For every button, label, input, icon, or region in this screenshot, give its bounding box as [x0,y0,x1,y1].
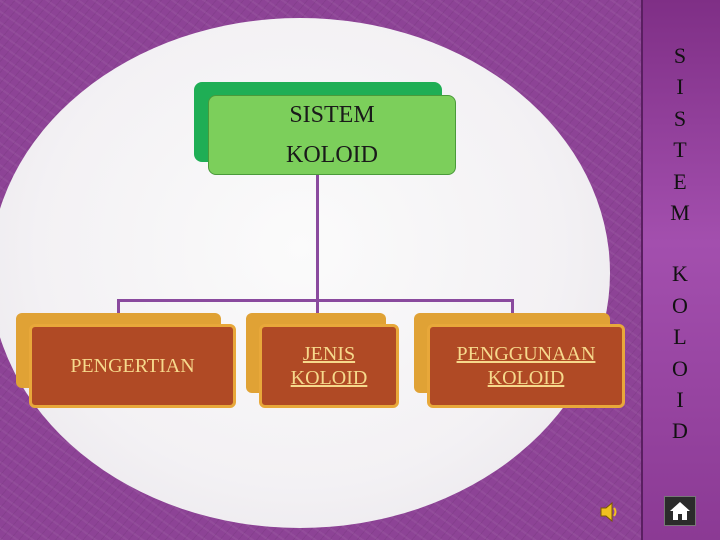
connector-middle [316,299,319,325]
node-pengertian-label: PENGERTIAN [70,355,195,377]
node-penggunaan-label-line1: PENGGUNAAN [456,343,596,365]
home-button[interactable] [664,496,696,526]
home-icon [670,502,690,520]
vertical-title-letter: E [673,168,688,194]
vertical-title-letter: M [670,200,691,226]
vertical-title-letter: O [672,292,689,318]
connector-right [511,299,514,325]
vertical-title: S I S T E M K O L O I D [641,40,720,447]
vertical-title-letter: I [676,387,685,413]
vertical-title-gap [641,228,720,258]
node-penggunaan-koloid[interactable]: PENGGUNAAN KOLOID [427,324,625,408]
vertical-title-letter: T [673,137,688,163]
vertical-title-letter: D [672,418,689,444]
node-jenis-label-line2: KOLOID [290,367,368,389]
node-pengertian[interactable]: PENGERTIAN [29,324,236,408]
vertical-title-letter: L [673,324,688,350]
right-title-panel [641,0,720,540]
speaker-icon[interactable] [598,500,622,529]
vertical-title-letter: I [676,74,685,100]
vertical-title-letter: S [673,43,688,68]
connector-horizontal [117,299,514,302]
node-jenis-label-line1: JENIS [302,343,356,365]
root-label-line2: KOLOID [286,142,378,168]
root-label-line1: SISTEM [289,102,375,128]
node-jenis-koloid[interactable]: JENIS KOLOID [259,324,399,408]
connector-left [117,299,120,325]
vertical-title-letter: O [672,355,689,381]
root-node-sistem-koloid: SISTEM KOLOID [208,95,456,175]
connector-vertical-root [316,175,319,300]
node-penggunaan-label-line2: KOLOID [487,367,565,389]
vertical-title-letter: S [673,105,688,131]
vertical-title-letter: K [672,261,689,287]
